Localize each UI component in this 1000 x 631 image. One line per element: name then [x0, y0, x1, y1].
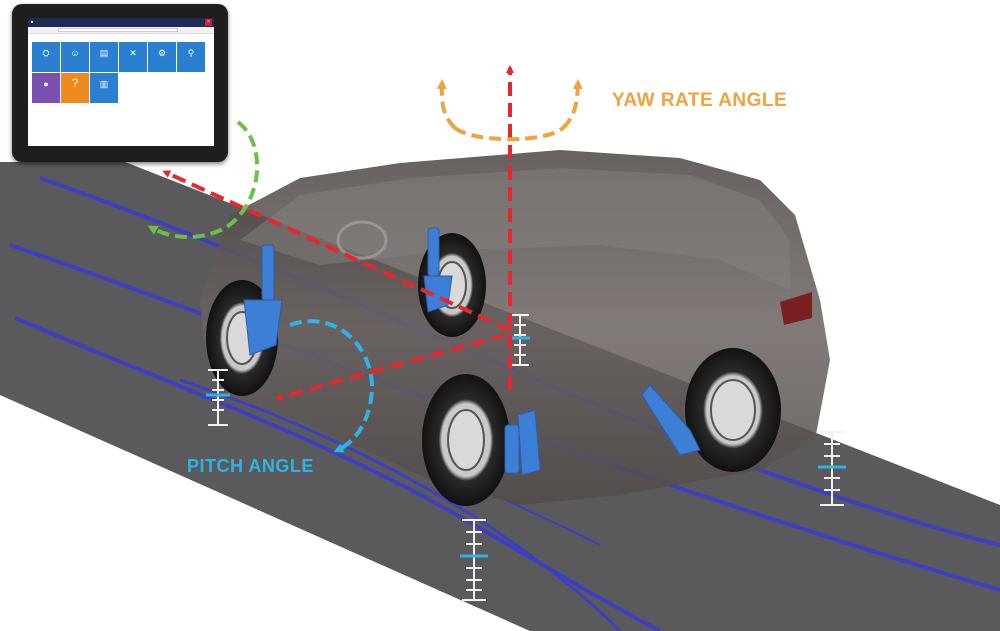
address-input[interactable]: [58, 28, 178, 32]
menu-tile-6[interactable]: ⚲: [177, 42, 205, 72]
menu-tile-1[interactable]: ⛭: [32, 42, 60, 72]
lateral-axis-arrow: [275, 333, 506, 401]
yaw-rotation-arrow: [436, 79, 583, 142]
gauge-front-left: [206, 369, 230, 426]
menu-tile-8[interactable]: ?: [61, 73, 89, 103]
car-window: [240, 168, 790, 290]
tablet-breadcrumb: [28, 34, 214, 41]
menu-tile-5[interactable]: ⚙: [148, 42, 176, 72]
menu-tile-4[interactable]: ✕: [119, 42, 147, 72]
menu-tile-9[interactable]: ▥: [90, 73, 118, 103]
person-icon: ☺: [70, 48, 80, 58]
car-rear-light: [780, 292, 812, 325]
suspension-components: [243, 227, 701, 476]
menu-tile-3[interactable]: ▤: [90, 42, 118, 72]
tablet-logo-icon: ■: [31, 19, 34, 24]
gauge-rear-right: [818, 431, 846, 506]
car-icon: ⛭: [42, 48, 50, 58]
menu-tile-2[interactable]: ☺: [61, 42, 89, 72]
question-icon: ?: [71, 76, 79, 90]
tablet-address-bar: [28, 27, 214, 34]
tablet-app-bar: ■ ×: [28, 18, 214, 27]
tools-icon: ⚙: [157, 48, 167, 58]
circle-icon: ●: [43, 79, 49, 89]
pitch-angle-label: PITCH ANGLE: [187, 456, 314, 476]
document-icon: ▤: [99, 48, 109, 58]
gauge-rear-left: [460, 519, 488, 601]
rear-right-wheel: [685, 348, 781, 472]
gauge-front-right: [510, 314, 530, 366]
longitudinal-axis-arrow: [162, 170, 511, 332]
book-icon: ▥: [99, 79, 109, 89]
rear-left-wheel: [422, 374, 510, 506]
close-icon[interactable]: ×: [205, 19, 212, 26]
tablet-menu-grid: ⛭ ☺ ▤ ✕ ⚙ ⚲ ● ? ▥: [32, 42, 205, 103]
yaw-rate-angle-label: YAW RATE ANGLE: [612, 90, 788, 111]
key-icon: ⚲: [187, 48, 195, 58]
wrench-icon: ✕: [129, 48, 137, 58]
axes: [162, 65, 514, 401]
steering-wheel: [336, 220, 388, 260]
gauges: [206, 314, 846, 601]
pitch-rotation-arrow: [289, 319, 375, 453]
tablet-screen: ■ × ⛭ ☺ ▤ ✕ ⚙ ⚲ ● ? ▥: [28, 18, 214, 146]
menu-tile-7[interactable]: ●: [32, 73, 60, 103]
diagnostic-tablet: ■ × ⛭ ☺ ▤ ✕ ⚙ ⚲ ● ? ▥: [12, 4, 228, 162]
roll-rotation-arrow: [147, 120, 260, 240]
